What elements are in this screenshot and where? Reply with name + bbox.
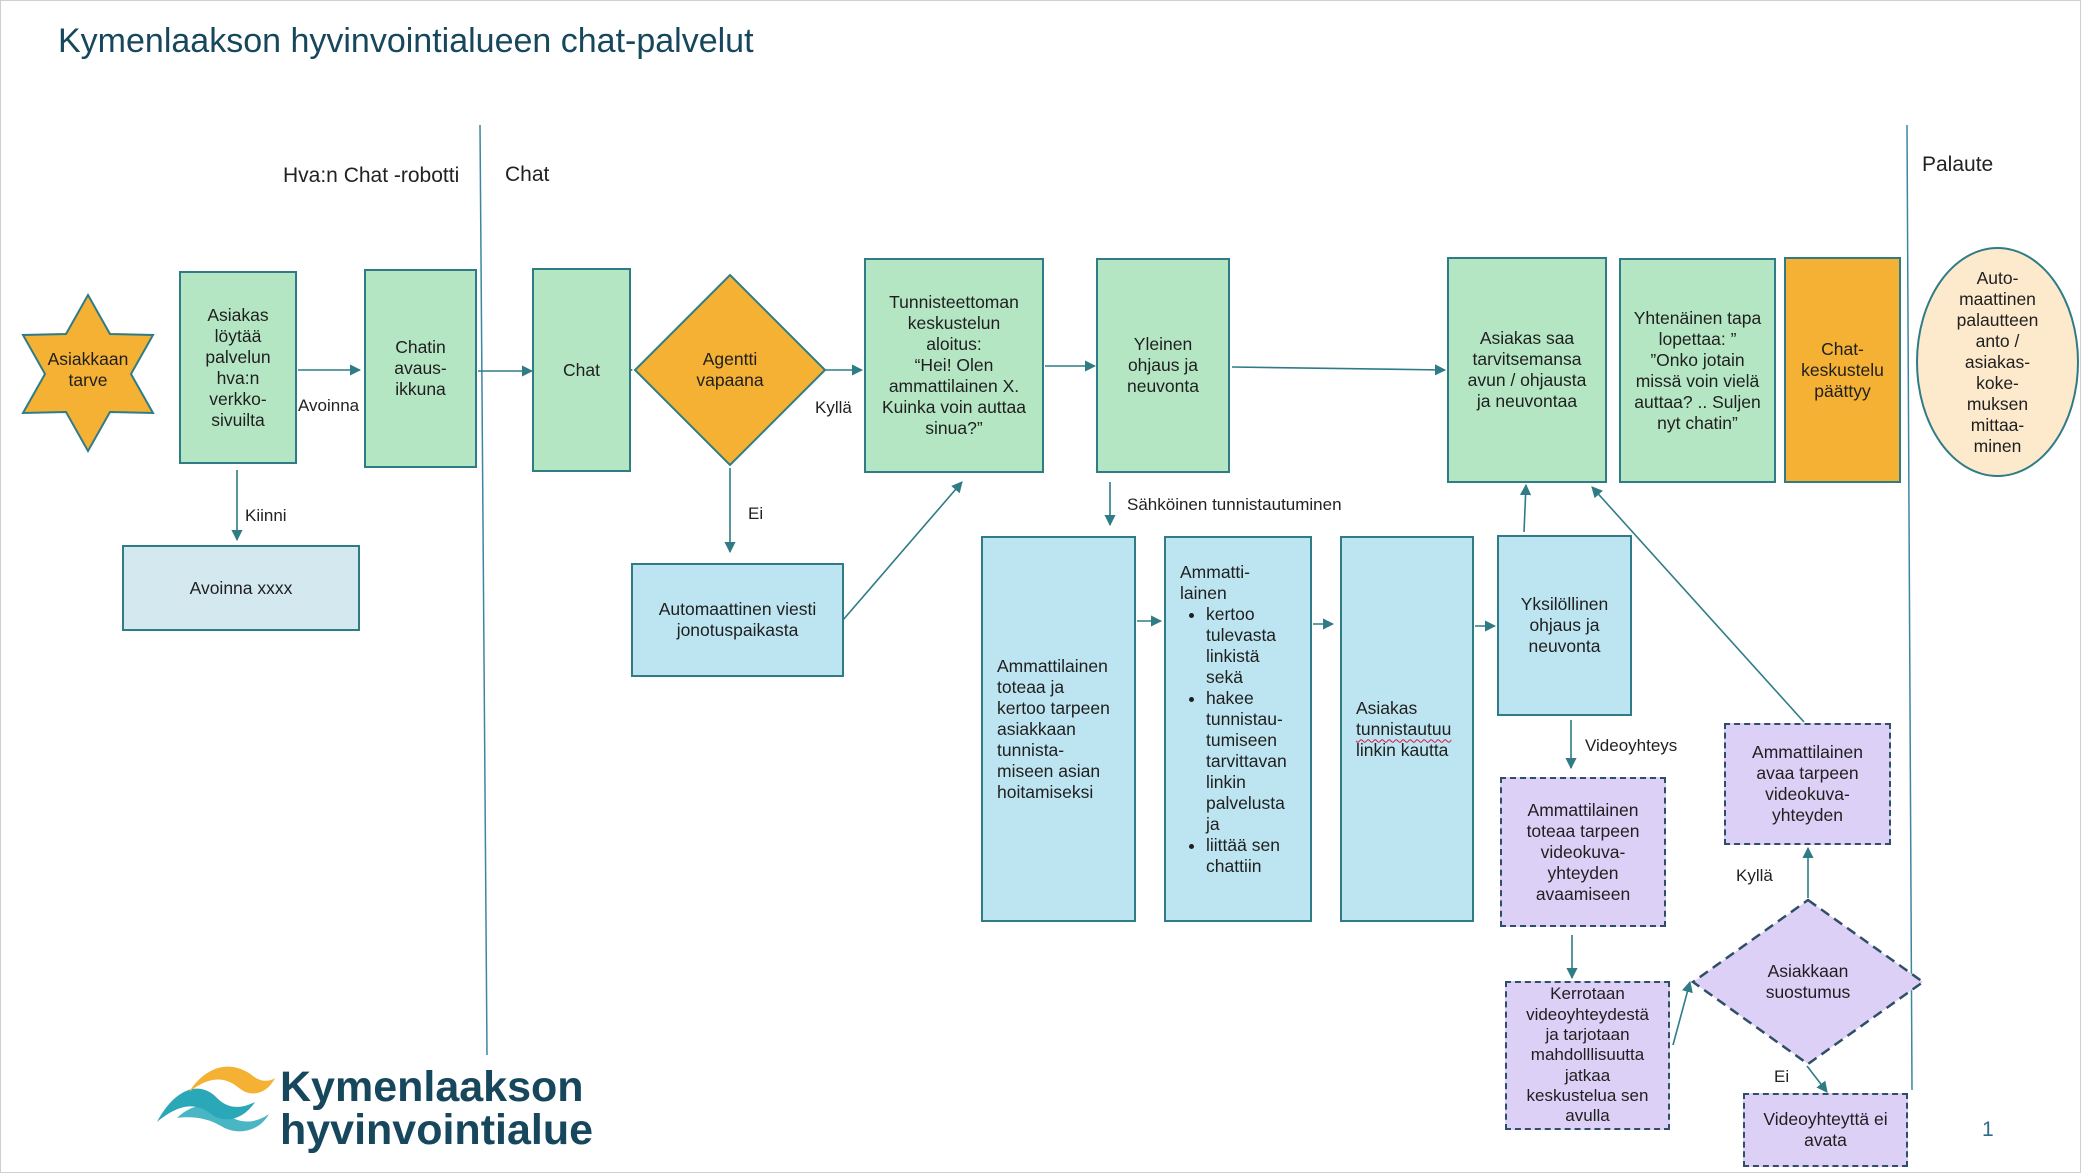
- need-star: [21, 292, 155, 454]
- logo-wave-icon: [157, 1066, 275, 1132]
- node-pro-opens-video: Ammattilainen avaa tarpeen videokuva- yh…: [1724, 723, 1891, 845]
- edge-label-yes-agent: Kyllä: [815, 398, 852, 417]
- lane-label-robot: Hva:n Chat -robotti: [283, 164, 460, 187]
- node-pro-notes-need: Ammattilainen toteaa ja kertoo tarpeen a…: [981, 536, 1136, 922]
- lane-label-chat: Chat: [505, 163, 550, 186]
- edge-label-closed: Kiinni: [245, 506, 287, 525]
- pro-actions-list: kertoo tulevasta linkistä sekä hakee tun…: [1180, 604, 1287, 877]
- customer-identifies-line: tunnistautuu: [1356, 718, 1452, 739]
- edge-label-yes-consent: Kyllä: [1736, 866, 1773, 885]
- node-finds-service: Asiakas löytää palvelun hva:n verkko- si…: [179, 271, 297, 464]
- node-open-hours: Avoinna xxxx: [122, 545, 360, 631]
- agent-free-label: Agentti vapaana: [696, 349, 764, 390]
- node-chat-window: Chatin avaus- ikkuna: [364, 269, 477, 468]
- node-no-video: Videoyhteyttä ei avata: [1743, 1093, 1908, 1167]
- node-pro-video-need: Ammattilainen toteaa tarpeen videokuva- …: [1500, 777, 1666, 927]
- page-title: Kymenlaakson hyvinvointialueen chat-palv…: [58, 22, 754, 60]
- consent-diamond: [1690, 898, 1926, 1066]
- node-customer-gets-help: Asiakas saa tarvitsemansa avun / ohjaust…: [1447, 257, 1607, 483]
- customer-identifies-line: Asiakas: [1356, 697, 1418, 718]
- edge-label-video: Videoyhteys: [1585, 736, 1678, 755]
- node-tell-video: Kerrotaan videoyhteydestä ja tarjotaan m…: [1505, 981, 1670, 1130]
- lane-label-feedback: Palaute: [1922, 153, 1994, 176]
- pro-actions-item: hakee tunnistau- tumiseen tarvittavan li…: [1206, 688, 1287, 835]
- logo-text: Kymenlaakson hyvinvointialue: [280, 1066, 593, 1152]
- node-customer-identifies: Asiakas tunnistautuu linkin kautta: [1340, 536, 1474, 922]
- node-anonymous-start: Tunnisteettoman keskustelun aloitus: “He…: [864, 258, 1044, 473]
- customer-identifies-line: linkin kautta: [1356, 739, 1449, 760]
- edge-label-no-consent: Ei: [1774, 1067, 1790, 1086]
- node-end-together: Yhtenäinen tapa lopettaa: ” ”Onko jotain…: [1619, 258, 1776, 483]
- node-chat: Chat: [532, 268, 631, 472]
- edge-label-e-identification: Sähköinen tunnistautuminen: [1127, 495, 1342, 514]
- node-queue-message: Automaattinen viesti jonotuspaikasta: [631, 563, 844, 677]
- logo-line-1: Kymenlaakson: [280, 1063, 584, 1111]
- agent-free-diamond: [633, 273, 827, 467]
- logo-line-2: hyvinvointialue: [280, 1106, 594, 1154]
- edge-label-open: Avoinna: [298, 396, 360, 415]
- node-pro-actions: Ammatti- lainen kertoo tulevasta linkist…: [1164, 536, 1312, 922]
- node-auto-feedback: Auto- maattinen palautteen anto / asiaka…: [1916, 247, 2079, 477]
- pro-actions-item: kertoo tulevasta linkistä sekä: [1206, 604, 1287, 688]
- node-general-guidance: Yleinen ohjaus ja neuvonta: [1096, 258, 1230, 473]
- node-chat-ended: Chat- keskustelu päättyy: [1784, 257, 1901, 483]
- page-number: 1: [1982, 1118, 1994, 1141]
- edge-label-no-agent: Ei: [748, 504, 764, 523]
- need-star-label: Asiakkaan tarve: [47, 349, 129, 390]
- lane-divider-robot-chat: [479, 124, 488, 1056]
- consent-label: Asiakkaan suostumus: [1765, 961, 1851, 1002]
- lane-divider-chat-feedback: [1906, 124, 1913, 1091]
- pro-actions-title: Ammatti- lainen: [1180, 562, 1250, 603]
- pro-actions-item: liittää sen chattiin: [1206, 835, 1287, 877]
- node-personal-guidance: Yksilöllinen ohjaus ja neuvonta: [1497, 535, 1632, 716]
